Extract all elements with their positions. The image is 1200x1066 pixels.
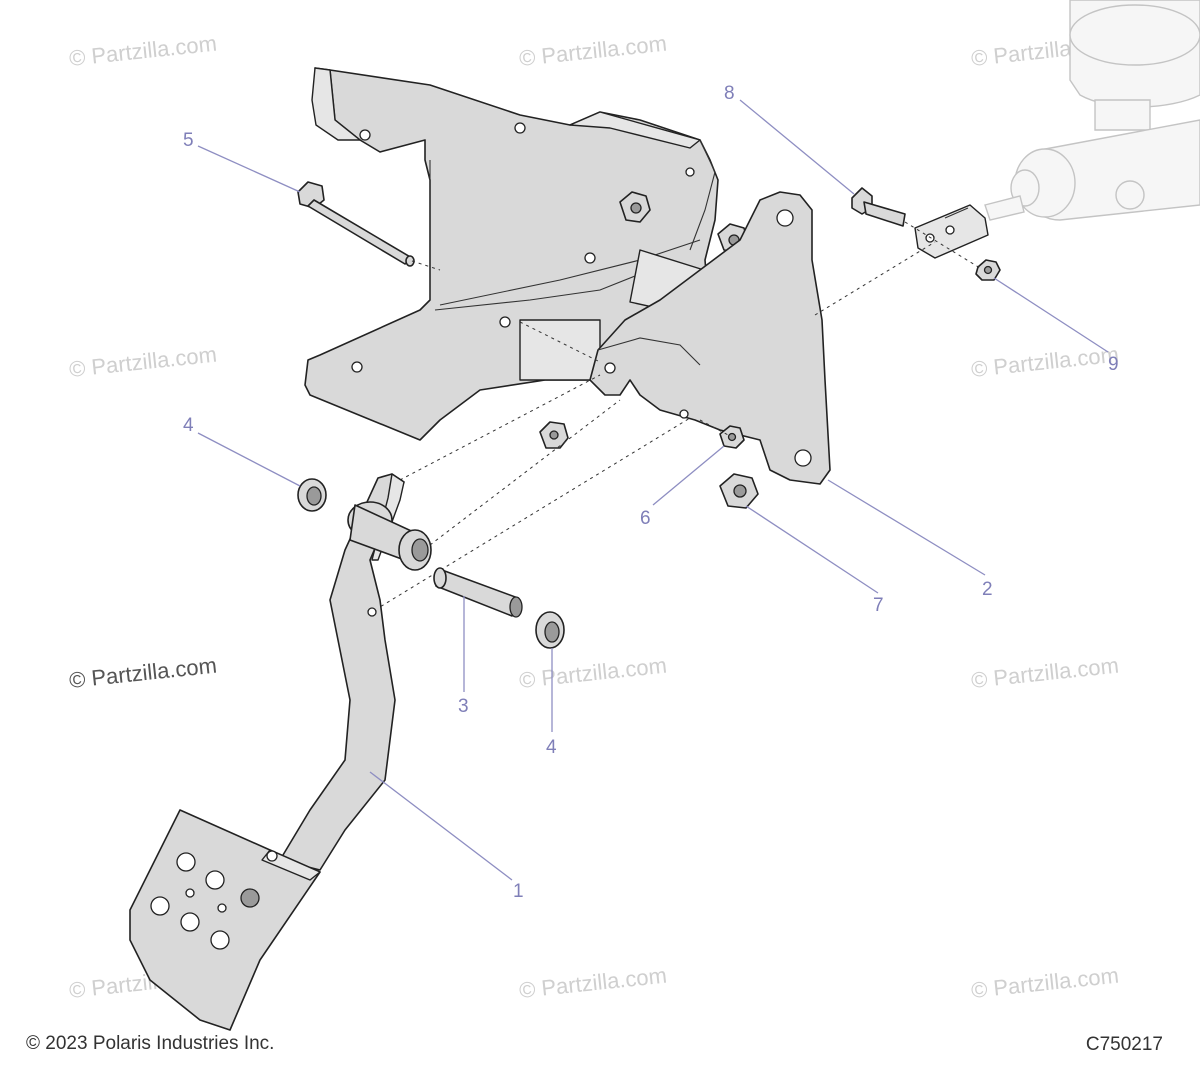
copyright-notice: © 2023 Polaris Industries Inc. xyxy=(26,1033,275,1054)
callout-8: 8 xyxy=(724,83,735,104)
brake-pedal-1 xyxy=(129,473,432,1031)
callout-1: 1 xyxy=(513,881,524,902)
bolt-5 xyxy=(297,181,415,267)
diagram-id: C750217 xyxy=(1085,1034,1163,1055)
flange-nut xyxy=(539,421,569,449)
callout-3: 3 xyxy=(458,696,469,717)
bushing-4-left xyxy=(297,478,327,512)
watermark: © Partzilla.com xyxy=(68,653,218,693)
leader-lines xyxy=(197,99,1109,881)
watermark: © Partzilla.com xyxy=(970,963,1120,1003)
watermark: © Partzilla.com xyxy=(68,31,218,71)
nut-6 xyxy=(719,425,745,449)
watermark: © Partzilla.com xyxy=(518,963,668,1003)
pivot-plate-2 xyxy=(589,191,831,485)
spacer-tube-3 xyxy=(433,567,523,618)
callout-2: 2 xyxy=(982,579,993,600)
callout-5: 5 xyxy=(183,130,194,151)
watermark: © Partzilla.com xyxy=(970,342,1120,382)
callouts: 5 8 4 9 6 7 2 3 4 1 xyxy=(183,83,1119,902)
clevis xyxy=(914,204,989,259)
callout-4-left: 4 xyxy=(183,415,194,436)
watermark: © Partzilla.com xyxy=(970,653,1120,693)
watermark: © Partzilla.com xyxy=(518,31,668,71)
watermark: © Partzilla.com xyxy=(518,653,668,693)
assembly-lines xyxy=(374,221,981,611)
nut-9 xyxy=(975,259,1001,281)
callout-7: 7 xyxy=(873,595,884,616)
watermark: © Partzilla.com xyxy=(68,342,218,382)
nut-7 xyxy=(719,473,759,509)
callout-4-right: 4 xyxy=(546,737,557,758)
callout-9: 9 xyxy=(1108,354,1119,375)
master-cylinder xyxy=(984,0,1200,221)
bushing-4-right xyxy=(535,611,565,649)
callout-6: 6 xyxy=(640,508,651,529)
clevis-pin-8 xyxy=(851,187,906,227)
